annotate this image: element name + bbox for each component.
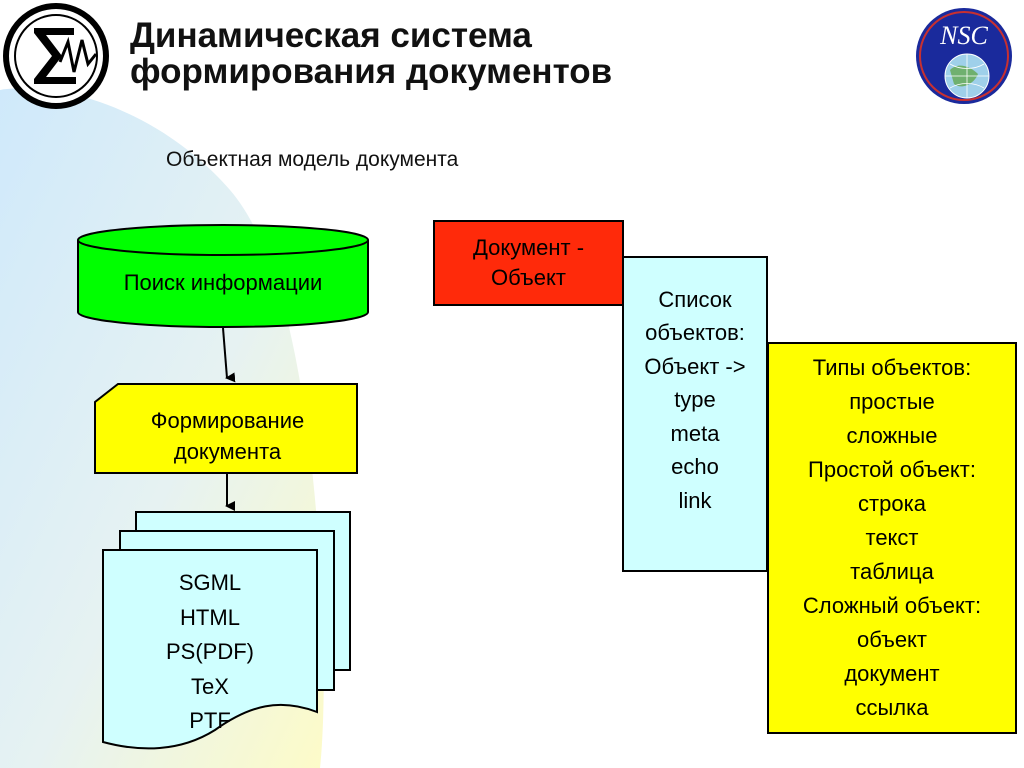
- nsc-logo-icon: NSC: [916, 8, 1012, 104]
- object-list-line: echo: [671, 454, 719, 480]
- format-item: TeX: [191, 673, 229, 699]
- document-object-line-1: Документ -: [472, 235, 585, 260]
- object-types-line: простые: [849, 389, 935, 414]
- format-item: SGML: [178, 570, 242, 595]
- forming-node-label: Формирование документа: [100, 405, 355, 467]
- document-object-box: Документ - Объект: [433, 220, 624, 306]
- object-types-line: объект: [856, 627, 928, 652]
- search-node-label: Поиск информации: [123, 270, 323, 295]
- object-list-line: объектов:: [645, 320, 745, 346]
- object-types-line: ссылка: [855, 695, 929, 720]
- diagram-subtitle: Объектная модель документа: [166, 148, 459, 171]
- object-list-line: meta: [670, 420, 720, 446]
- object-types-box: Типы объектов: простые сложные Простой о…: [767, 342, 1017, 734]
- title-line-2: формирования документов: [130, 52, 613, 91]
- object-list-box: Список объектов: Объект -> type meta ech…: [622, 256, 768, 572]
- left-logo-icon: [3, 3, 109, 109]
- object-types-line: текст: [865, 525, 919, 550]
- arrow-search-to-forming: [222, 327, 236, 383]
- search-cylinder-shape: [77, 224, 369, 328]
- format-item: PTF: [189, 708, 231, 733]
- object-list-line: Список: [658, 286, 732, 312]
- svg-text:NSC: NSC: [939, 21, 988, 50]
- document-object-line-2: Объект: [491, 265, 566, 290]
- forming-card-shape: [94, 383, 358, 474]
- title-line-1: Динамическая система: [130, 16, 532, 55]
- formats-document-stack: [102, 511, 351, 750]
- object-types-line: строка: [858, 491, 926, 516]
- object-types-line: сложные: [846, 423, 938, 448]
- object-types-line: Сложный объект:: [802, 593, 982, 618]
- object-list-line: link: [678, 487, 712, 513]
- format-item: PS(PDF): [166, 639, 254, 664]
- object-list-line: Объект ->: [644, 353, 746, 379]
- page-title: Динамическая система формирования докуме…: [130, 18, 612, 90]
- object-types-line: Типы объектов:: [812, 355, 972, 380]
- object-types-line: документ: [844, 661, 940, 686]
- object-list-line: type: [674, 387, 716, 413]
- forming-line-2: документа: [173, 439, 282, 464]
- formats-list: SGML HTML PS(PDF) TeX PTF: [103, 566, 317, 739]
- format-item: HTML: [180, 604, 240, 630]
- forming-line-1: Формирование: [150, 408, 305, 433]
- object-types-line: Простой объект:: [808, 457, 976, 482]
- object-types-line: таблица: [850, 559, 934, 584]
